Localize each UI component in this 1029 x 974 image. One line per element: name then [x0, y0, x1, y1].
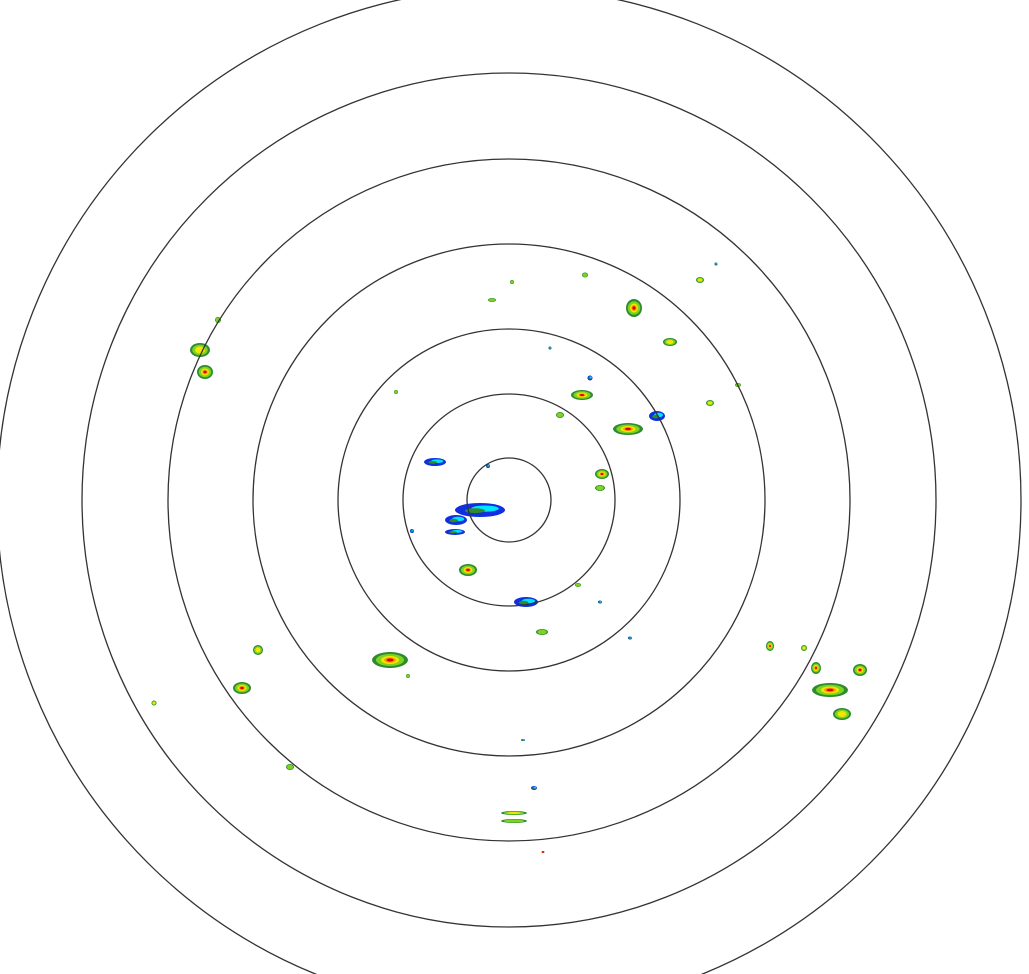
echo-intense [542, 851, 544, 853]
echo-light [556, 412, 564, 418]
precipitation-echoes [151, 262, 867, 853]
echo-low-core [518, 600, 529, 605]
echo-intense [826, 688, 834, 692]
echo-low-core [449, 531, 457, 534]
range-ring-5 [167, 158, 851, 842]
echo-low-core [588, 377, 591, 380]
echo-low-core [714, 263, 717, 266]
echo-intense [203, 370, 207, 374]
echo-intense [579, 394, 585, 396]
echo-light [537, 629, 547, 635]
echo-low-core [628, 637, 631, 640]
echo-moderate [666, 340, 674, 344]
echo-intense [632, 306, 636, 310]
echo-intense [815, 666, 817, 670]
range-ring-4 [252, 243, 766, 757]
echo-moderate [837, 711, 847, 717]
echo-moderate [708, 401, 712, 405]
echo-light [394, 390, 398, 394]
echo-light [582, 273, 588, 277]
echo-light [488, 298, 496, 302]
echo-low-core [410, 530, 413, 533]
echo-light [406, 674, 410, 678]
echo-low-core [465, 508, 485, 514]
range-ring-3 [337, 328, 681, 672]
echo-low-core [428, 461, 438, 464]
echo-intense [625, 427, 631, 431]
range-ring-2 [402, 393, 616, 607]
echo-moderate [507, 812, 521, 814]
echo-low-core [521, 739, 524, 742]
echo-light [503, 819, 525, 823]
echo-light [510, 280, 514, 284]
echo-light [596, 485, 604, 491]
range-ring-6 [81, 72, 937, 928]
echo-intense [240, 686, 244, 690]
echo-low-core [486, 465, 489, 468]
echo-low-core [598, 601, 601, 604]
echo-light [286, 764, 294, 770]
echo-light [575, 583, 581, 587]
echo-intense [600, 473, 604, 475]
echo-intense [386, 658, 394, 662]
echo-moderate [802, 646, 806, 650]
echo-intense [466, 568, 470, 572]
echo-low-core [532, 787, 535, 790]
echo-intense [769, 645, 771, 647]
range-ring-1 [466, 457, 552, 543]
echo-moderate [152, 701, 156, 705]
echo-low-core [652, 414, 659, 419]
echo-low-core [449, 518, 459, 523]
echo-intense [858, 668, 862, 672]
echo-moderate [255, 647, 261, 653]
echo-low-core [548, 347, 551, 350]
echo-moderate [698, 278, 702, 282]
